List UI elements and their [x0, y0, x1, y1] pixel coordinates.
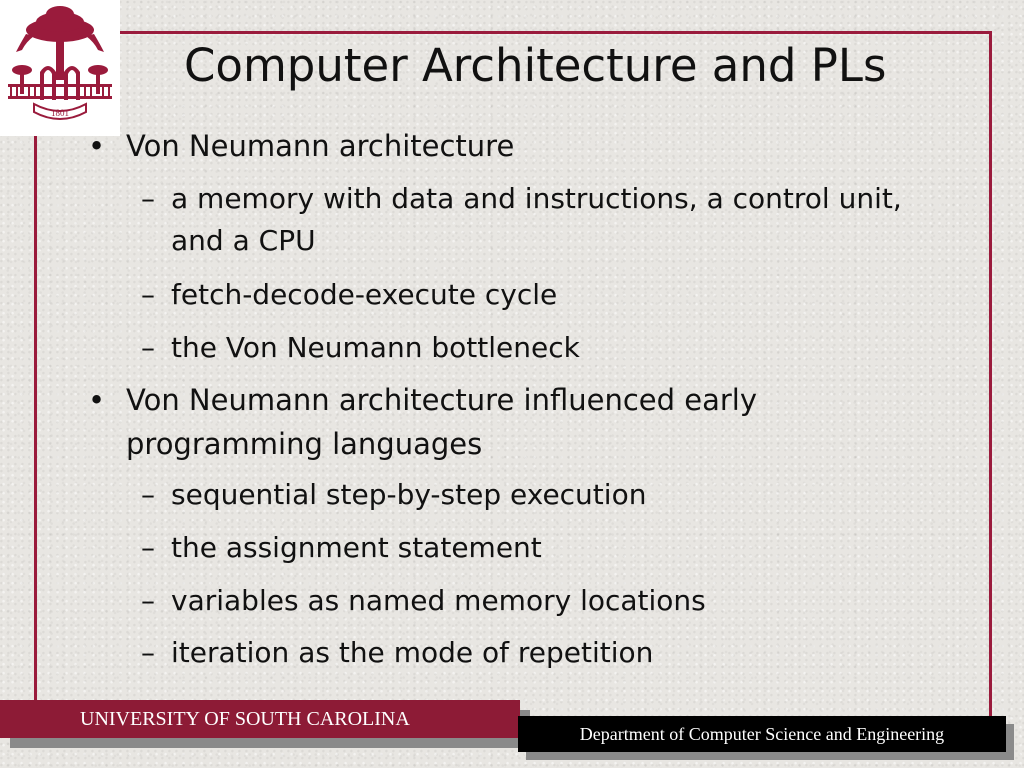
frame-left-line: [34, 136, 37, 702]
footer-university-banner: UNIVERSITY OF SOUTH CAROLINA: [0, 700, 520, 738]
sub-item: – iteration as the mode of repetition: [141, 632, 654, 674]
bullet-item: • Von Neumann architecture: [88, 124, 515, 168]
sub-item: – the Von Neumann bottleneck: [141, 327, 580, 369]
sub-item-text: iteration as the mode of repetition: [171, 636, 654, 669]
sub-item-text: a memory with data and instructions, a c…: [171, 182, 902, 257]
university-logo: 1801: [0, 0, 120, 136]
sub-item: – sequential step-by-step execution: [141, 474, 647, 516]
slide-title: Computer Architecture and PLs: [184, 39, 887, 92]
sub-marker: –: [141, 636, 155, 669]
sub-marker: –: [141, 331, 155, 364]
sub-marker: –: [141, 531, 155, 564]
sub-item: – variables as named memory locations: [141, 580, 706, 622]
bullet-item: • Von Neumann architecture influenced ea…: [88, 378, 846, 466]
palmetto-logo-icon: 1801: [8, 6, 112, 120]
sub-item: – a memory with data and instructions, a…: [141, 178, 931, 262]
sub-marker: –: [141, 182, 155, 215]
sub-item-text: the Von Neumann bottleneck: [171, 331, 580, 364]
logo-year: 1801: [51, 108, 69, 118]
sub-item-text: variables as named memory locations: [171, 584, 706, 617]
sub-marker: –: [141, 584, 155, 617]
bullet-marker: •: [88, 129, 106, 163]
frame-top-line: [120, 31, 992, 34]
sub-marker: –: [141, 278, 155, 311]
bullet-marker: •: [88, 383, 106, 417]
sub-marker: –: [141, 478, 155, 511]
sub-item: – the assignment statement: [141, 527, 542, 569]
sub-item: – fetch-decode-execute cycle: [141, 274, 558, 316]
frame-right-line: [989, 31, 992, 717]
sub-item-text: the assignment statement: [171, 531, 542, 564]
footer-department-banner: Department of Computer Science and Engin…: [518, 716, 1006, 752]
sub-item-text: sequential step-by-step execution: [171, 478, 647, 511]
bullet-text: Von Neumann architecture influenced earl…: [126, 383, 758, 461]
bullet-text: Von Neumann architecture: [126, 129, 515, 163]
sub-item-text: fetch-decode-execute cycle: [171, 278, 558, 311]
